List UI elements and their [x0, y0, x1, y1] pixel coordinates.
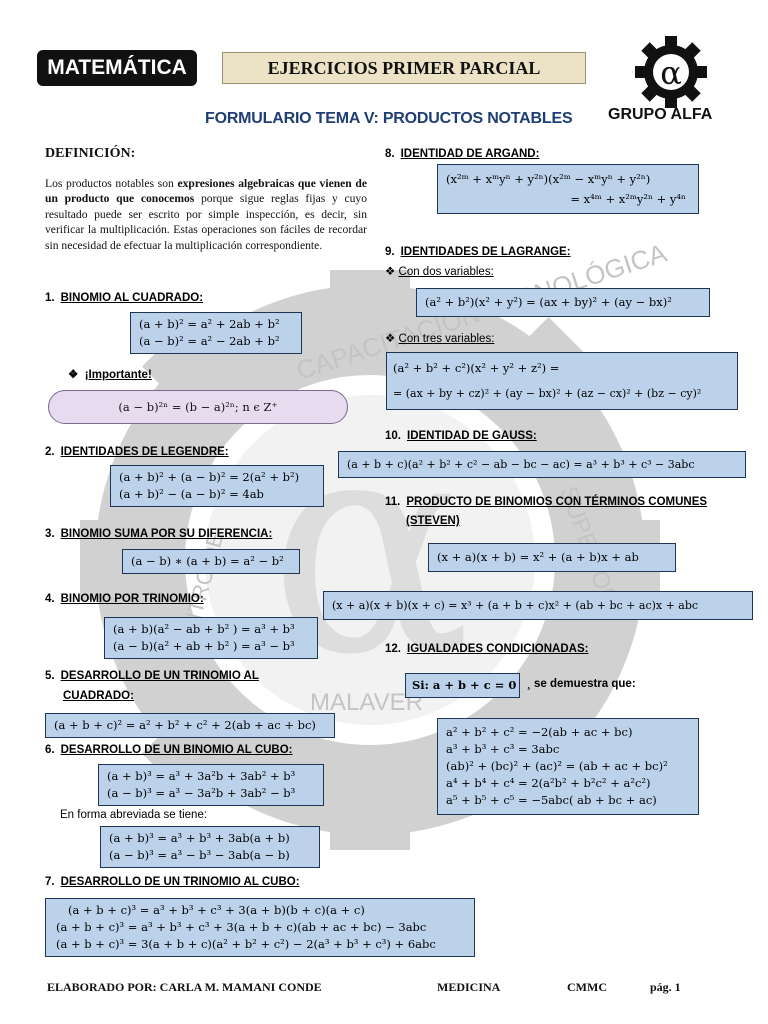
- diamond-bullet-icon: ❖: [68, 369, 79, 381]
- section-4-heading: 4.BINOMIO POR TRINOMIO:: [45, 593, 204, 605]
- section-9-formula-box-1: (a² + b²)(x² + y²) = (ax + by)² + (ay − …: [416, 288, 710, 317]
- section-6-heading: 6.DESARROLLO DE UN BINOMIO AL CUBO:: [45, 744, 293, 756]
- header-banner: EJERCICIOS PRIMER PARCIAL: [222, 52, 586, 84]
- subject-badge: MATEMÁTICA: [37, 50, 197, 86]
- section-6-short-formula-box: (a + b)³ = a³ + b³ + 3ab(a + b) (a − b)³…: [100, 826, 320, 868]
- section-5-heading-line2: CUADRADO:: [63, 690, 134, 702]
- section-11-formula-box-2: (x + a)(x + b)(x + c) = x³ + (a + b + c)…: [323, 591, 753, 620]
- section-2-heading: 2.IDENTIDADES DE LEGENDRE:: [45, 446, 229, 458]
- section-8-heading: 8.IDENTIDAD DE ARGAND:: [385, 148, 540, 160]
- page-title: FORMULARIO TEMA V: PRODUCTOS NOTABLES: [205, 110, 573, 127]
- important-cloud: (a − b)²ⁿ = (b − a)²ⁿ; n ϵ Z⁺: [48, 390, 348, 424]
- section-3-heading: 3.BINOMIO SUMA POR SU DIFERENCIA:: [45, 528, 273, 540]
- section-12-condition-after: ¸ se demuestra que:: [527, 678, 636, 690]
- section-11-heading: 11.PRODUCTO DE BINOMIOS CON TÉRMINOS COM…: [385, 496, 708, 508]
- section-11-formula-box-1: (x + a)(x + b) = x² + (a + b)x + ab: [428, 543, 676, 572]
- definition-paragraph: Los productos notables son expresiones a…: [45, 177, 367, 252]
- watermark-bottom: MALAVER: [310, 689, 423, 716]
- section-4-formula-box: (a + b)(a² − ab + b² ) = a³ + b³ (a − b)…: [104, 617, 318, 659]
- section-1-heading: 1.BINOMIO AL CUADRADO:: [45, 292, 204, 304]
- logo-text: GRUPO ALFA: [608, 106, 713, 123]
- section-10-heading: 10.IDENTIDAD DE GAUSS:: [385, 430, 537, 442]
- section-11-heading-line2: (STEVEN): [406, 515, 460, 527]
- section-5-heading: 5.DESARROLLO DE UN TRINOMIO AL: [45, 670, 259, 682]
- footer-subject: MEDICINA: [437, 980, 501, 994]
- footer-page: pág. 1: [650, 980, 681, 994]
- section-9-heading: 9.IDENTIDADES DE LAGRANGE:: [385, 246, 571, 258]
- important-label: ❖ ¡Importante!: [68, 369, 152, 381]
- footer-author: ELABORADO POR: CARLA M. MAMANI CONDE: [47, 980, 322, 994]
- footer-initials: CMMC: [567, 980, 607, 994]
- section-9-formula-box-2: (a² + b² + c²)(x² + y² + z²) = = (ax + b…: [386, 352, 738, 410]
- definition-title: DEFINICIÓN:: [45, 146, 136, 161]
- section-12-formula-box: a² + b² + c² = −2(ab + ac + bc) a³ + b³ …: [437, 718, 699, 815]
- section-8-formula-box: (x²ᵐ + xᵐyⁿ + y²ⁿ)(x²ᵐ − xᵐyⁿ + y²ⁿ) = x…: [437, 164, 699, 214]
- section-1-formula-box: (a + b)² = a² + 2ab + b² (a − b)² = a² −…: [130, 312, 302, 354]
- section-2-formula-box: (a + b)² + (a − b)² = 2(a² + b²) (a + b)…: [110, 465, 324, 507]
- section-5-formula-box: (a + b + c)² = a² + b² + c² + 2(ab + ac …: [45, 713, 335, 738]
- diamond-bullet-icon: ❖: [385, 266, 396, 278]
- section-9-sub2: ❖ Con tres variables:: [385, 333, 495, 345]
- diamond-bullet-icon: ❖: [385, 333, 396, 345]
- section-3-formula-box: (a − b) ∗ (a + b) = a² − b²: [122, 549, 300, 574]
- section-6-note: En forma abreviada se tiene:: [60, 809, 208, 821]
- section-6-formula-box: (a + b)³ = a³ + 3a²b + 3ab² + b³ (a − b)…: [98, 764, 324, 806]
- section-12-condition-box: Si: a + b + c = 0: [405, 673, 520, 698]
- grupo-alfa-logo: α: [635, 36, 707, 108]
- section-12-heading: 12.IGUALDADES CONDICIONADAS:: [385, 643, 589, 655]
- section-10-formula-box: (a + b + c)(a² + b² + c² − ab − bc − ac)…: [338, 451, 746, 478]
- section-9-sub1: ❖ Con dos variables:: [385, 266, 494, 278]
- section-7-formula-box: (a + b + c)³ = a³ + b³ + c³ + 3(a + b)(b…: [45, 898, 475, 957]
- logo-alpha-icon: α: [660, 54, 682, 92]
- section-7-heading: 7.DESARROLLO DE UN TRINOMIO AL CUBO:: [45, 876, 300, 888]
